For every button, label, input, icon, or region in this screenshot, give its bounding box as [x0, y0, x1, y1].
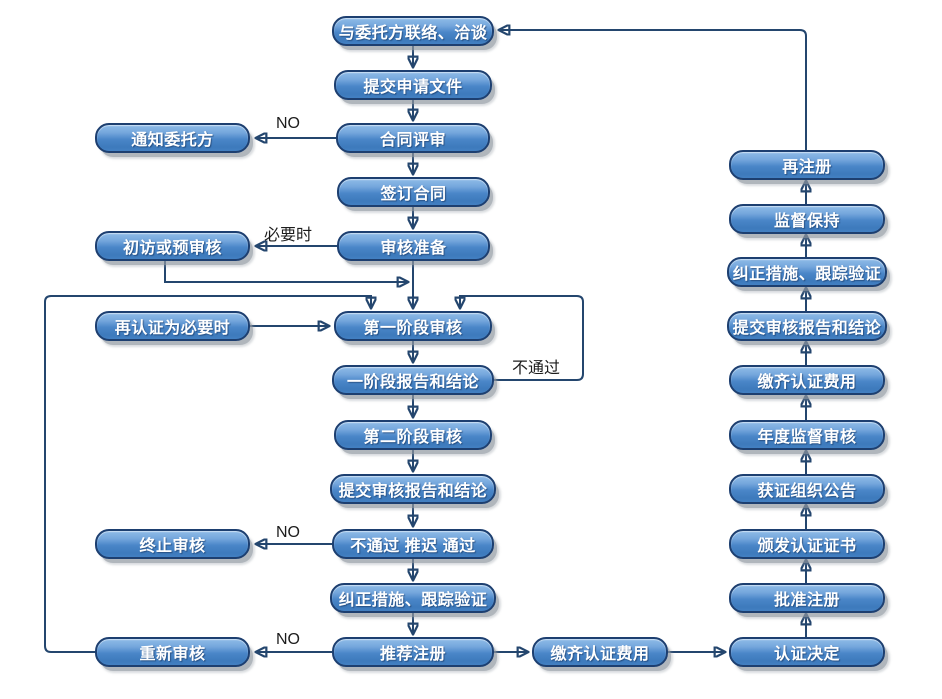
node-certified-org-announcement: 获证组织公告	[729, 474, 885, 504]
node-pay-certification-fees-surveillance: 缴齐认证费用	[729, 365, 885, 395]
node-submit-audit-report: 提交审核报告和结论	[330, 474, 496, 504]
edge-stage1-fail-loop	[460, 295, 584, 381]
node-recert-when-necessary: 再认证为必要时	[95, 311, 250, 341]
edge-label-stage1-fail: 不通过	[512, 360, 561, 377]
node-surveillance-maintenance: 监督保持	[729, 204, 885, 234]
node-annual-surveillance-audit: 年度监督审核	[729, 420, 885, 450]
node-corrective-followup-surveillance: 纠正措施、跟踪验证	[727, 257, 887, 287]
node-stage2-audit: 第二阶段审核	[334, 420, 492, 450]
node-approve-registration: 批准注册	[729, 583, 885, 613]
node-issue-certificate: 颁发认证证书	[729, 529, 885, 559]
edge-label-no-recommend: NO	[276, 631, 300, 648]
node-submit-application: 提交申请文件	[334, 70, 492, 100]
node-initial-visit-preaudit: 初访或预审核	[95, 231, 250, 261]
node-submit-audit-report-surveillance: 提交审核报告和结论	[727, 311, 887, 341]
node-notify-client: 通知委托方	[95, 123, 250, 153]
edge-label-no-audit-result: NO	[276, 524, 300, 541]
edge-rereg-loop-to-contact	[500, 30, 807, 150]
node-audit-preparation: 审核准备	[337, 231, 490, 261]
node-pay-certification-fees: 缴齐认证费用	[532, 637, 668, 667]
node-audit-result: 不通过 推迟 通过	[332, 529, 494, 559]
node-stage1-report: 一阶段报告和结论	[332, 365, 494, 395]
edge-initial-visit-merge	[164, 261, 407, 282]
edge-label-when-necessary: 必要时	[264, 227, 313, 244]
node-contact-client: 与委托方联络、洽谈	[332, 16, 494, 46]
node-certification-decision: 认证决定	[729, 637, 885, 667]
node-stage1-audit: 第一阶段审核	[334, 311, 492, 341]
node-contract-review: 合同评审	[336, 123, 490, 153]
node-corrective-followup: 纠正措施、跟踪验证	[330, 583, 496, 613]
node-re-audit: 重新审核	[95, 637, 250, 667]
edge-reaudit-loop-to-stage1	[44, 295, 371, 653]
edge-label-no-contract-review: NO	[276, 115, 300, 132]
node-recommend-registration: 推荐注册	[332, 637, 494, 667]
node-sign-contract: 签订合同	[337, 177, 490, 207]
node-terminate-audit: 终止审核	[95, 529, 250, 559]
node-re-registration: 再注册	[729, 150, 885, 180]
